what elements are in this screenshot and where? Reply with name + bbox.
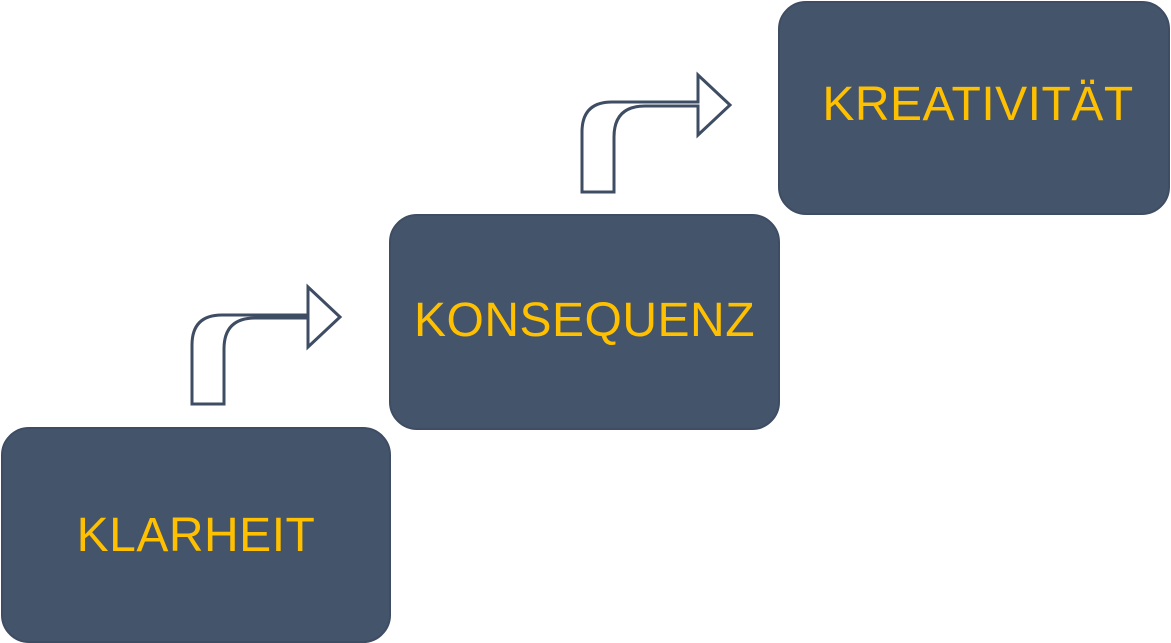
step-label-kreativitaet: KREATIVITÄT [822,78,1134,131]
step-box-konsequenz: KONSEQUENZ [389,214,780,430]
step-box-kreativitaet: KREATIVITÄT [778,1,1170,215]
step-label-konsequenz: KONSEQUENZ [413,294,756,347]
step-label-klarheit: KLARHEIT [76,509,316,562]
arrow-1-shape [190,283,343,406]
arrow-2-shape [580,71,733,194]
step-box-klarheit: KLARHEIT [1,427,391,643]
